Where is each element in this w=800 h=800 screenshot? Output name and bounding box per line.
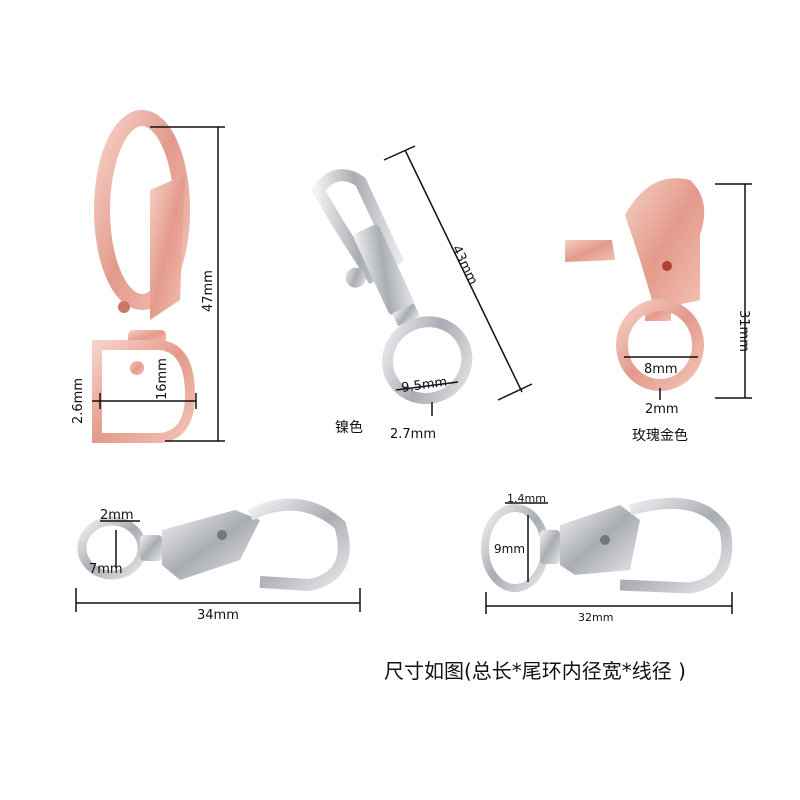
hook-4-inner-width-label: 7mm <box>89 562 123 577</box>
hook-3-rose-gold <box>565 178 705 391</box>
hook-2-inner-width-label: 9.5mm <box>400 375 448 396</box>
hook-1-wire-label: 2.6mm <box>71 378 86 424</box>
hook-1-rose-gold <box>92 110 196 443</box>
hook-4-wire-label: 2mm <box>100 508 134 523</box>
hook-1-inner-width-label: 16mm <box>155 358 170 400</box>
hook-4-dimension-lines <box>75 520 361 612</box>
hook-3-inner-width-label: 8mm <box>644 362 678 377</box>
hook-2-dimension-lines <box>383 145 533 416</box>
hook-3-wire-label: 2mm <box>645 402 679 417</box>
hook-3-length-label: 31mm <box>736 310 751 352</box>
hook-2-color-label: 镍色 <box>335 419 363 436</box>
hook-1-dimension-lines <box>92 126 225 442</box>
hook-2-length-label: 43mm <box>448 243 480 287</box>
hook-5-wire-label: 1.4mm <box>507 492 546 505</box>
hook-1-length-label: 47mm <box>201 270 216 312</box>
hook-2-wire-label: 2.7mm <box>390 427 436 442</box>
hook-5-length-label: 32mm <box>578 611 613 624</box>
hook-5-nickel <box>481 497 733 594</box>
caption: 尺寸如图(总长*尾环内径宽*线径 ) <box>384 659 686 683</box>
hook-5-inner-width-label: 9mm <box>494 542 525 556</box>
hook-3-color-label: 玫瑰金色 <box>632 427 688 444</box>
hook-5-dimension-lines <box>485 502 733 614</box>
hook-2-nickel <box>310 169 473 404</box>
hook-3-dimension-lines <box>624 183 752 400</box>
hook-4-length-label: 34mm <box>197 608 239 623</box>
